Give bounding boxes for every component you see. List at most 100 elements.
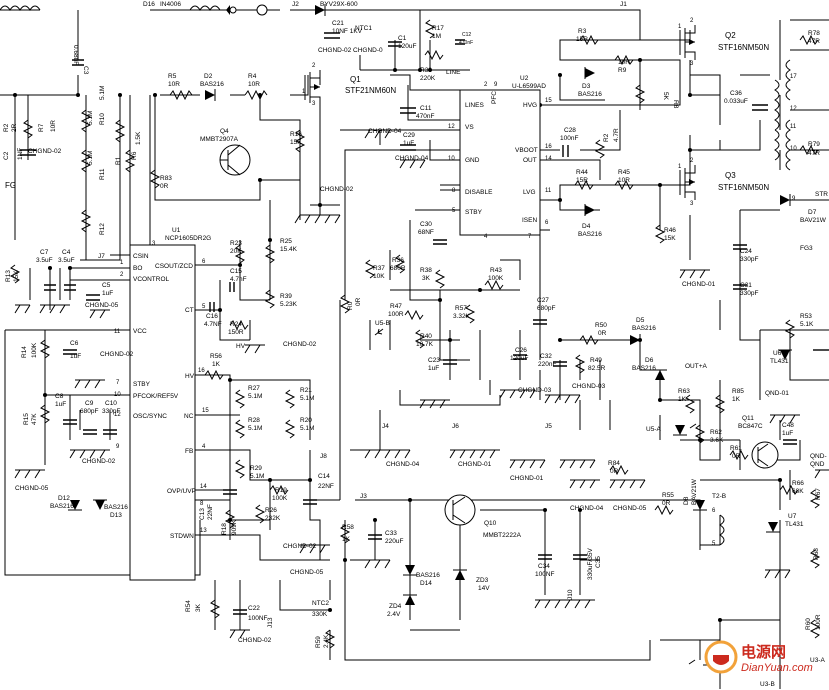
label-chgnd05d: CHGND-05 bbox=[290, 569, 324, 576]
label-r58v: 1K bbox=[342, 536, 351, 543]
label-q10v: MMBT2222A bbox=[483, 532, 522, 539]
label-chgnd04b: CHGND-04 bbox=[395, 155, 429, 162]
label-out: OUT bbox=[523, 157, 537, 164]
label-c1v: 120uF bbox=[398, 43, 416, 50]
label-c5: C5 bbox=[102, 282, 111, 289]
label-u6v: TL431 bbox=[770, 358, 789, 365]
label-c35v: 330uF/35V bbox=[587, 548, 594, 580]
pin-number: 3 bbox=[690, 61, 694, 67]
label-r54v: 3K bbox=[195, 603, 202, 612]
label-r49: R49 bbox=[590, 357, 602, 364]
label-stbyu1: STBY bbox=[133, 381, 151, 388]
label-j4: J4 bbox=[382, 423, 389, 430]
pin-number: 12 bbox=[114, 412, 121, 418]
label-r53: R53 bbox=[800, 313, 812, 320]
label-isen: ISEN bbox=[522, 217, 537, 224]
label-j5: J5 bbox=[545, 423, 552, 430]
pin-number: 9 bbox=[116, 444, 120, 450]
label-r62: R62 bbox=[710, 429, 722, 436]
label-r45: R45 bbox=[618, 169, 630, 176]
label-chgnd02f: CHGND-02 bbox=[82, 458, 116, 465]
label-c32v: 220nF bbox=[538, 361, 556, 368]
label-fg: FG bbox=[5, 181, 16, 190]
label-d16: D16 bbox=[143, 1, 155, 8]
label-c11: C11 bbox=[420, 105, 432, 112]
label-r46v: 15K bbox=[664, 235, 676, 242]
label-c36v: 0.033uF bbox=[724, 98, 748, 105]
label-d2: D2 bbox=[204, 73, 213, 80]
label-d6: D6 bbox=[645, 357, 654, 364]
label-r61: R61 bbox=[730, 445, 742, 452]
pin-number: 2 bbox=[120, 272, 124, 278]
label-c28v: 100nF bbox=[560, 135, 578, 142]
label-j13: J13 bbox=[267, 617, 274, 628]
label-r26v: 232K bbox=[265, 515, 281, 522]
label-r27: R27 bbox=[248, 385, 260, 392]
label-d14: D14 bbox=[420, 580, 432, 587]
label-r29: R29 bbox=[250, 465, 262, 472]
label-stdwn: STDWN bbox=[170, 533, 194, 540]
label-r85v: 1K bbox=[732, 396, 741, 403]
label-r46: R46 bbox=[664, 227, 676, 234]
label-d7: D7 bbox=[808, 209, 817, 216]
label-zd4: ZD4 bbox=[389, 603, 402, 610]
label-r30: R30 bbox=[420, 67, 432, 74]
label-r14v: 100K bbox=[31, 342, 38, 358]
label-j2: J2 bbox=[292, 1, 299, 8]
pin-number: 6 bbox=[545, 220, 549, 226]
label-chgnd02h: CHGND-02 bbox=[238, 637, 272, 644]
label-d3: D3 bbox=[582, 83, 591, 90]
label-r55v: 0R bbox=[662, 500, 671, 507]
label-str: STR bbox=[815, 191, 828, 198]
label-r8: R8 bbox=[672, 100, 679, 109]
label-r39v: 5.23K bbox=[280, 301, 298, 308]
label-r25v: 15.4K bbox=[280, 246, 298, 253]
label-chgnd01b: CHGND-01 bbox=[458, 461, 492, 468]
label-ct: CT bbox=[185, 307, 194, 314]
label-d5v: BAS216 bbox=[632, 325, 656, 332]
label-r44v: 15R bbox=[576, 177, 588, 184]
q1-mosfet bbox=[305, 70, 320, 105]
label-u1: U1 bbox=[172, 227, 181, 234]
label-chgnd02g: CHGND-02 bbox=[283, 543, 317, 550]
pin-number: 4 bbox=[202, 444, 206, 450]
label-r14: R14 bbox=[21, 346, 28, 358]
label-r3: R3 bbox=[578, 28, 587, 35]
watermark-url: DianYuan.com bbox=[741, 662, 813, 674]
pin-number: 2 bbox=[690, 18, 694, 24]
label-t2b: T2-B bbox=[712, 493, 726, 500]
pin-number: 3 bbox=[312, 101, 316, 107]
label-csin: CSIN bbox=[133, 253, 149, 260]
label-pfcok: PFCOK/REF5V bbox=[133, 393, 179, 400]
label-chgnd02a: CHGND-02 bbox=[318, 47, 352, 54]
label-ntc2: NTC2 bbox=[312, 600, 329, 607]
label-c36: C36 bbox=[730, 90, 742, 97]
label-q3: Q3 bbox=[725, 171, 736, 180]
label-d5: D5 bbox=[636, 317, 645, 324]
label-r11: R11 bbox=[99, 168, 106, 180]
label-r47v: 100R bbox=[388, 311, 404, 318]
label-r47: R47 bbox=[390, 303, 402, 310]
label-c24v: 330pF bbox=[740, 256, 758, 263]
q11-npn-transistor bbox=[752, 442, 778, 468]
label-zd3v: 14V bbox=[478, 585, 490, 592]
label-r0v: 0R bbox=[355, 297, 362, 306]
label-c23v: 1uF bbox=[428, 365, 439, 372]
label-c8v: 1uF bbox=[55, 401, 66, 408]
label-c31: C31 bbox=[740, 282, 752, 289]
label-r9: R9 bbox=[618, 67, 627, 74]
label-chgnd01c: CHGND-01 bbox=[510, 475, 544, 482]
label-q1v: STF21NM60N bbox=[345, 86, 396, 95]
label-r67: R67 bbox=[815, 488, 822, 500]
label-r4: R4 bbox=[248, 73, 257, 80]
label-j8: J8 bbox=[320, 453, 327, 460]
label-r44: R44 bbox=[576, 169, 588, 176]
label-line: LINE bbox=[446, 69, 461, 76]
label-c9: C9 bbox=[85, 400, 94, 407]
label-d12: D12 bbox=[58, 495, 70, 502]
label-c14: C14 bbox=[318, 473, 330, 480]
label-c29: C29 bbox=[403, 132, 415, 139]
label-r79v: 47R bbox=[808, 150, 820, 157]
pin-number: 8 bbox=[200, 501, 204, 507]
label-r78v: 47R bbox=[808, 38, 820, 45]
